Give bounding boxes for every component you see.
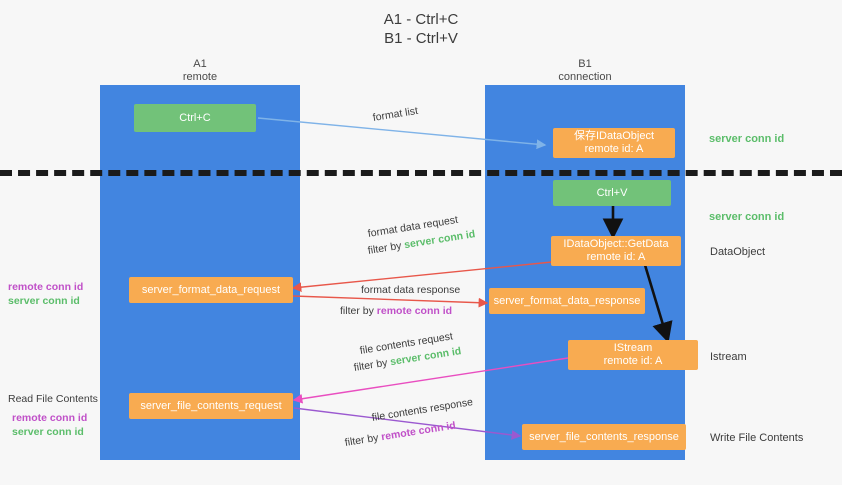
filter-key-remote-conn-id: remote conn id bbox=[380, 419, 457, 444]
lane-a1-sub: remote bbox=[182, 71, 218, 83]
node-server-file-contents-response-label: server_file_contents_response bbox=[529, 430, 679, 443]
caption-format-list: format list bbox=[371, 104, 419, 124]
left-note-format-remote-conn-id: remote conn id bbox=[8, 281, 84, 293]
node-server-format-data-response-label: server_format_data_response bbox=[493, 294, 641, 307]
node-ctrl-c-label: Ctrl+C bbox=[179, 111, 211, 124]
lane-b1-sub: connection bbox=[558, 71, 612, 83]
node-istream-line1: IStream bbox=[613, 342, 653, 354]
node-save-idataobject-line2: remote id: A bbox=[584, 143, 644, 155]
right-note-write-file-contents: Write File Contents bbox=[710, 432, 804, 444]
title-line-1: A1 - Ctrl+C bbox=[383, 11, 459, 28]
node-ctrl-v-label: Ctrl+V bbox=[596, 186, 628, 199]
node-save-idataobject-line1: 保存IDataObject bbox=[573, 130, 655, 142]
left-note-format-server-conn-id: server conn id bbox=[8, 295, 80, 307]
caption-file-contents-response: file contents response bbox=[370, 396, 474, 424]
node-getdata-line2: remote id: A bbox=[586, 251, 646, 263]
node-getdata[interactable]: IDataObject::GetData remote id: A bbox=[551, 236, 681, 266]
caption-format-data-response-filter: filter by remote conn id bbox=[340, 305, 452, 318]
node-ctrl-c[interactable]: Ctrl+C bbox=[134, 104, 256, 132]
filter-prefix: filter by bbox=[366, 239, 406, 257]
node-getdata-line1: IDataObject::GetData bbox=[563, 238, 669, 250]
filter-prefix: filter by bbox=[343, 431, 383, 449]
left-note-file-keys: remote conn id server conn id bbox=[12, 411, 87, 439]
left-note-format: remote conn id server conn id bbox=[8, 280, 83, 308]
node-istream[interactable]: IStream remote id: A bbox=[568, 340, 698, 370]
filter-prefix: filter by bbox=[340, 305, 377, 317]
node-server-format-data-request[interactable]: server_format_data_request bbox=[129, 277, 293, 303]
left-note-file-remote-conn-id: remote conn id bbox=[12, 412, 88, 424]
caption-file-contents-response-filter: filter by remote conn id bbox=[344, 420, 457, 450]
node-server-format-data-request-label: server_format_data_request bbox=[141, 283, 281, 296]
arrow-format-data-response bbox=[292, 295, 489, 308]
node-server-file-contents-request-label: server_file_contents_request bbox=[140, 399, 282, 412]
node-ctrl-v[interactable]: Ctrl+V bbox=[553, 180, 671, 206]
filter-key-remote-conn-id: remote conn id bbox=[376, 305, 453, 317]
left-note-file: Read File Contents bbox=[8, 392, 98, 406]
filter-prefix: filter by bbox=[352, 356, 392, 374]
lane-a1-name: A1 bbox=[193, 58, 207, 70]
node-istream-line2: remote id: A bbox=[603, 355, 663, 367]
right-note-server-conn-id-mid: server conn id bbox=[709, 211, 785, 223]
right-note-dataobject: DataObject bbox=[710, 246, 766, 258]
caption-format-data-response: format data response bbox=[361, 284, 461, 296]
boundary-divider bbox=[0, 170, 842, 176]
lane-header-a1: A1 remote bbox=[120, 58, 280, 84]
node-save-idataobject[interactable]: 保存IDataObject remote id: A bbox=[553, 128, 675, 158]
right-note-istream: Istream bbox=[710, 351, 747, 363]
lane-b1-name: B1 bbox=[578, 58, 592, 70]
node-server-file-contents-response[interactable]: server_file_contents_response bbox=[522, 424, 686, 450]
node-server-format-data-response[interactable]: server_format_data_response bbox=[489, 288, 645, 314]
left-note-read-file-contents: Read File Contents bbox=[8, 393, 98, 405]
right-note-server-conn-id-top: server conn id bbox=[709, 133, 785, 145]
diagram-title: A1 - Ctrl+C B1 - Ctrl+V bbox=[0, 10, 842, 48]
node-server-file-contents-request[interactable]: server_file_contents_request bbox=[129, 393, 293, 419]
left-note-file-server-conn-id: server conn id bbox=[12, 426, 84, 438]
lane-header-b1: B1 connection bbox=[505, 58, 665, 84]
title-line-2: B1 - Ctrl+V bbox=[384, 30, 458, 47]
